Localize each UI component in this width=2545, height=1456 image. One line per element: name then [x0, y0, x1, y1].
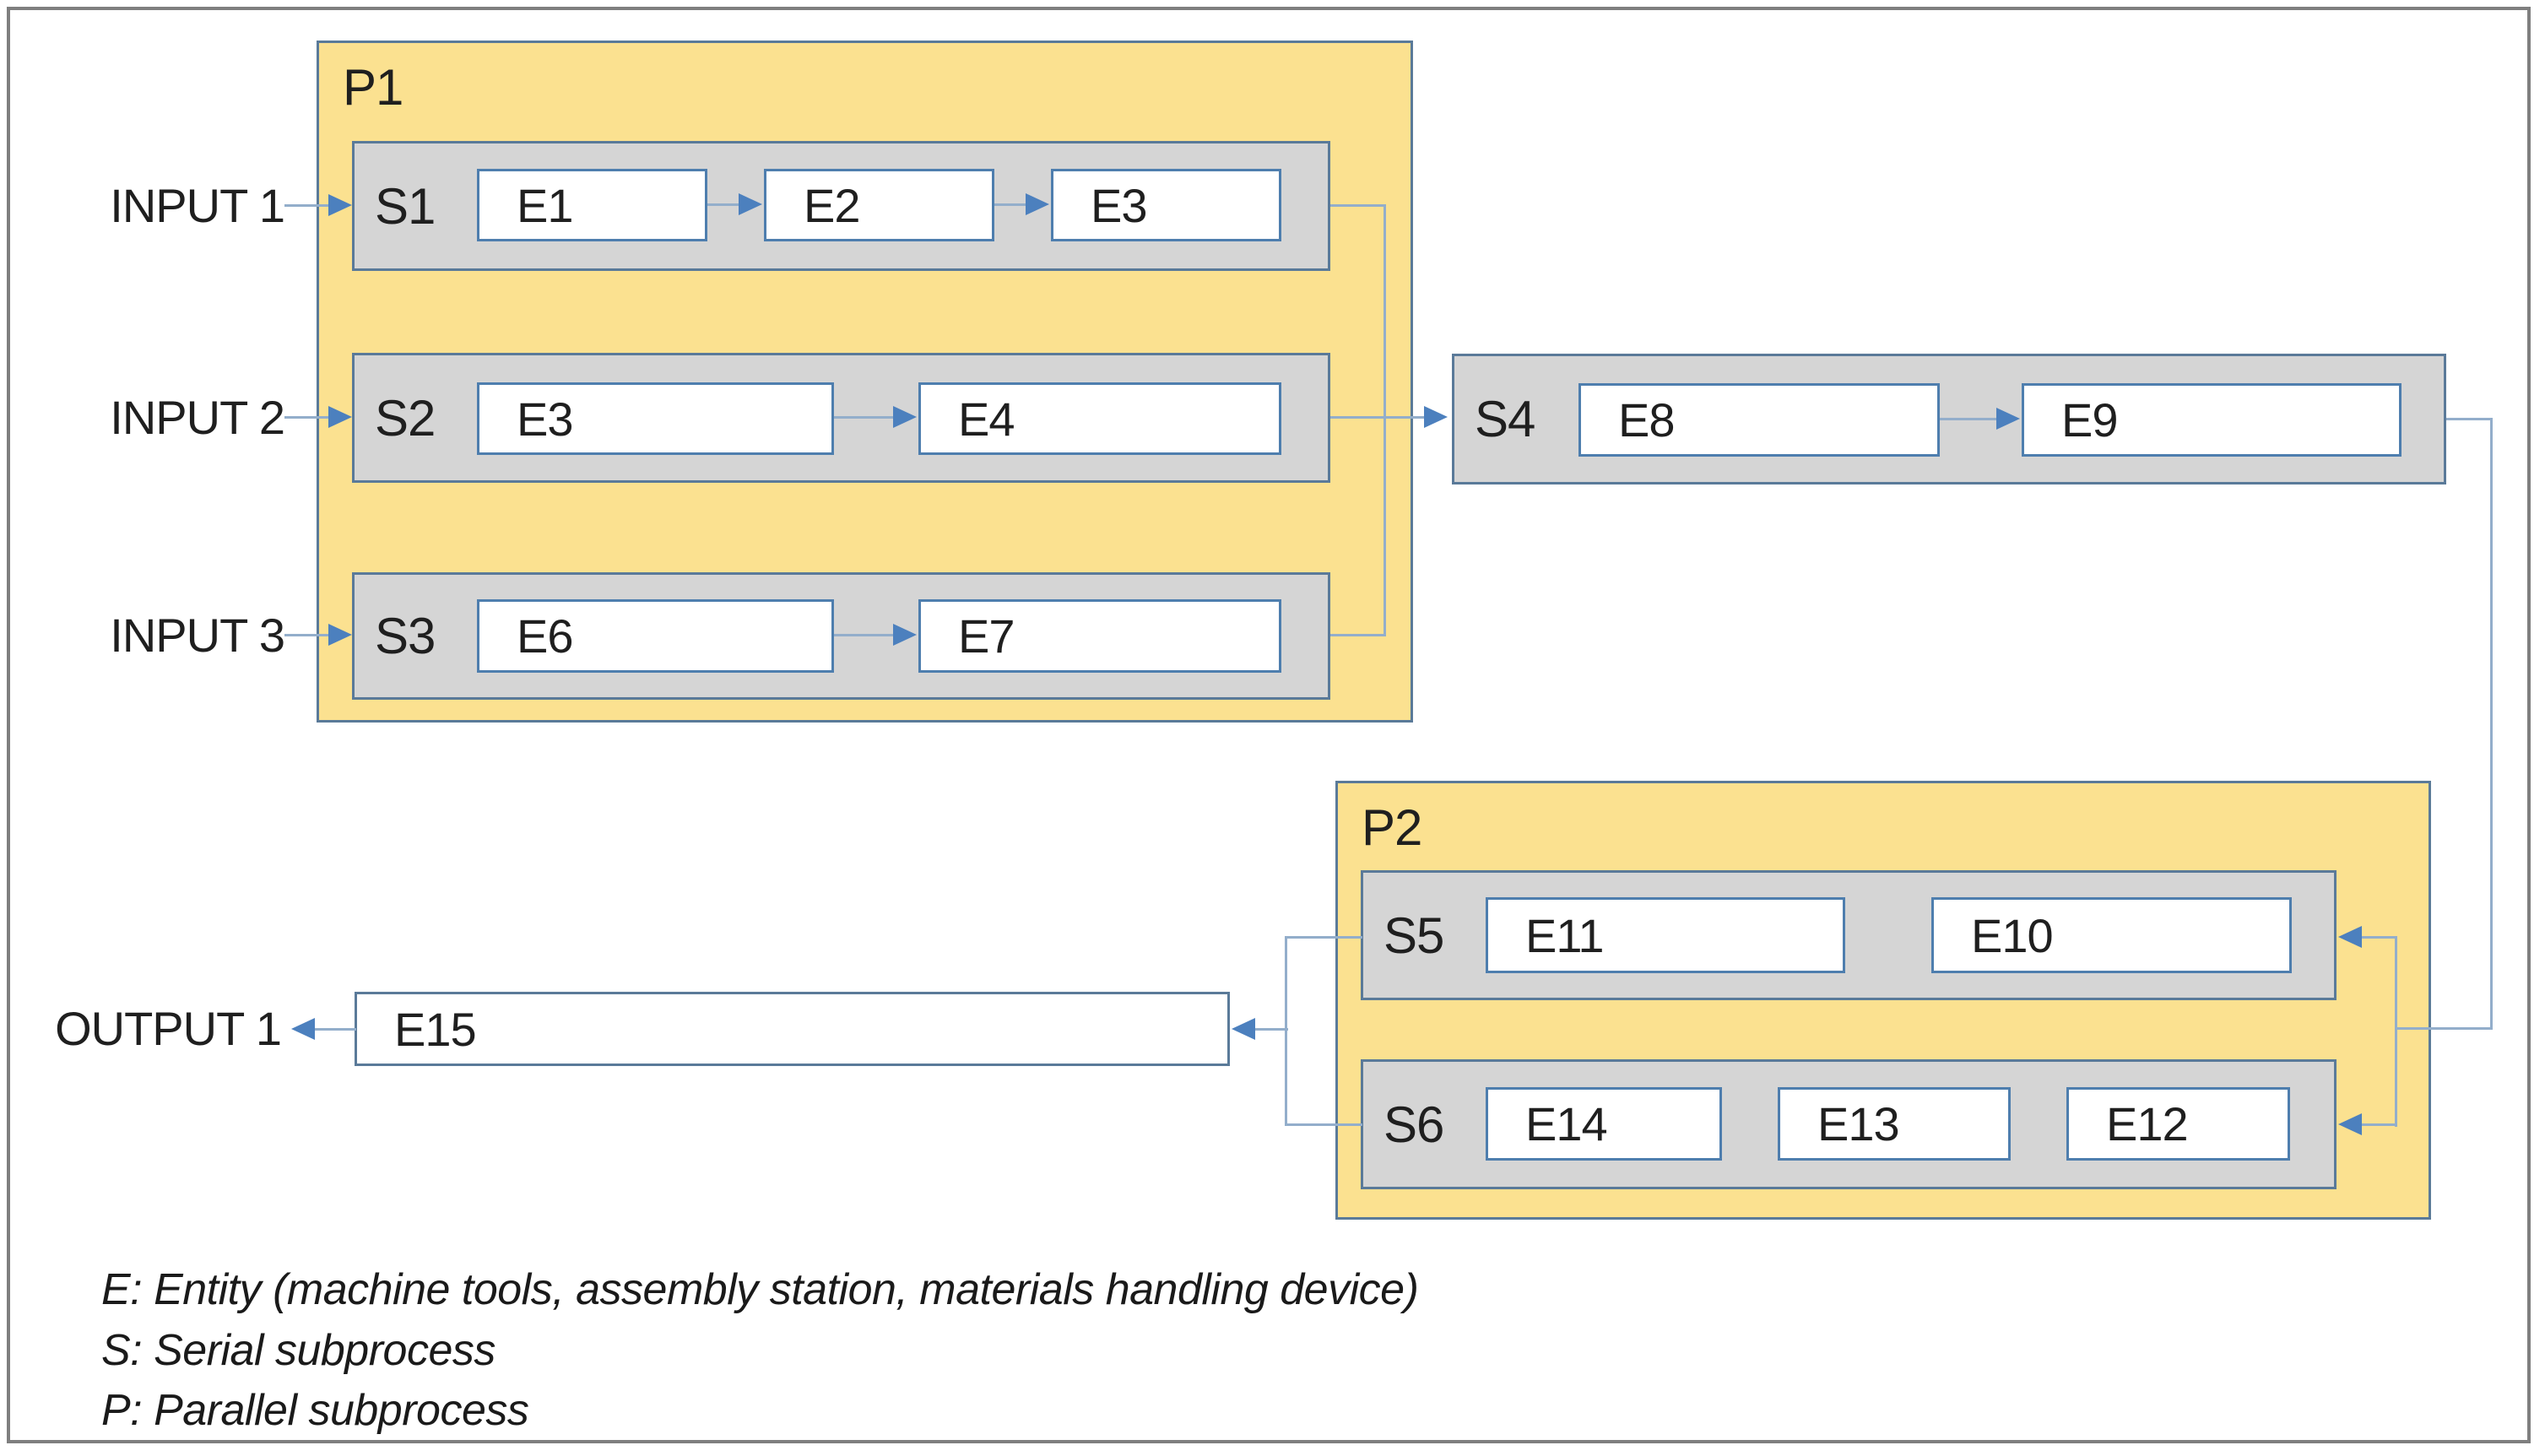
connector-e1-e2-line	[707, 203, 741, 206]
connector-s1-out-line	[1330, 204, 1386, 207]
entity-box-e11: E11	[1486, 897, 1845, 973]
connector-s3-out-line	[1330, 634, 1386, 636]
e6-label: E6	[517, 609, 573, 663]
s3-label: S3	[375, 608, 436, 664]
arrowhead-input1-icon	[328, 194, 352, 216]
entity-box-e3-s2: E3	[477, 382, 834, 455]
e10-label: E10	[1971, 908, 2054, 962]
e11-label: E11	[1525, 908, 1604, 962]
connector-input3-line	[284, 634, 329, 636]
entity-box-e14: E14	[1486, 1087, 1722, 1161]
s2-label: S2	[375, 389, 436, 447]
e15-label: E15	[394, 1002, 477, 1056]
arrowhead-input3-icon	[328, 624, 352, 646]
e12-label: E12	[2106, 1097, 2189, 1150]
e8-label: E8	[1618, 393, 1675, 447]
outer-frame	[7, 7, 2531, 1443]
entity-box-e4: E4	[918, 382, 1281, 455]
entity-box-e6: E6	[477, 599, 834, 673]
e7-label: E7	[958, 609, 1015, 663]
connector-s2-to-s4-line	[1330, 416, 1427, 419]
arrowhead-e3-e4-icon	[893, 406, 917, 428]
s5-label: S5	[1384, 907, 1444, 964]
entity-box-e12: E12	[2066, 1087, 2290, 1161]
connector-into-s6-line	[2358, 1123, 2397, 1126]
connector-p2-merge-vertical-line	[1285, 936, 1287, 1126]
e1-label: E1	[517, 178, 573, 232]
connector-e6-e7-line	[834, 634, 896, 636]
e3-s1-label: E3	[1091, 178, 1147, 232]
p2-label: P2	[1362, 799, 1422, 856]
entity-box-e13: E13	[1778, 1087, 2011, 1161]
legend-parallel-definition: P: Parallel subprocess	[101, 1386, 529, 1435]
arrowhead-e6-e7-icon	[893, 624, 917, 646]
entity-box-e3-s1: E3	[1051, 169, 1281, 241]
connector-into-e15-line	[1251, 1028, 1288, 1031]
arrowhead-input2-icon	[328, 406, 352, 428]
s4-label: S4	[1475, 391, 1535, 447]
input3-label: INPUT 3	[110, 609, 285, 662]
arrowhead-e1-e2-icon	[739, 193, 762, 215]
connector-input1-line	[284, 204, 329, 207]
entity-box-e2: E2	[764, 169, 994, 241]
e4-label: E4	[958, 392, 1015, 446]
arrowhead-e2-e3-icon	[1026, 193, 1049, 215]
e3-s2-label: E3	[517, 392, 573, 446]
s6-label: S6	[1384, 1096, 1444, 1153]
output1-label: OUTPUT 1	[55, 1002, 282, 1055]
connector-e15-output-line	[312, 1028, 356, 1031]
arrowhead-e8-e9-icon	[1996, 408, 2020, 430]
arrowhead-into-e15-icon	[1232, 1018, 1255, 1040]
entity-box-e1: E1	[477, 169, 707, 241]
entity-box-e9: E9	[2022, 383, 2402, 457]
s1-label: S1	[375, 177, 436, 235]
input1-label: INPUT 1	[110, 179, 285, 232]
connector-s4-out-line	[2446, 418, 2493, 420]
arrowhead-output1-icon	[291, 1018, 315, 1040]
legend-serial-definition: S: Serial subprocess	[101, 1326, 495, 1375]
connector-input2-line	[284, 416, 329, 419]
arrowhead-s2-s4-icon	[1424, 406, 1448, 428]
entity-box-e15: E15	[355, 992, 1230, 1066]
e14-label: E14	[1525, 1097, 1608, 1150]
entity-box-e10: E10	[1931, 897, 2292, 973]
connector-s4-to-p2-vertical-line	[2490, 418, 2493, 1030]
connector-e8-e9-line	[1940, 418, 1999, 420]
e2-label: E2	[804, 178, 860, 232]
e13-label: E13	[1817, 1097, 1900, 1150]
connector-p2-entry-line	[2395, 1027, 2493, 1030]
connector-e3-e4-line	[834, 416, 896, 419]
arrowhead-into-s6-icon	[2338, 1113, 2362, 1135]
connector-into-s5-line	[2358, 936, 2397, 939]
arrowhead-into-s5-icon	[2338, 926, 2362, 948]
p1-label: P1	[343, 59, 403, 116]
entity-box-e7: E7	[918, 599, 1281, 673]
e9-label: E9	[2061, 393, 2118, 447]
connector-p1-merge-vertical-line	[1384, 204, 1386, 636]
connector-s6-out-line	[1285, 1123, 1362, 1126]
connector-s5-out-line	[1285, 936, 1362, 939]
legend-entity-definition: E: Entity (machine tools, assembly stati…	[101, 1265, 1419, 1314]
input2-label: INPUT 2	[110, 391, 285, 444]
connector-e2-e3-line	[994, 203, 1028, 206]
entity-box-e8: E8	[1578, 383, 1940, 457]
connector-p2-split-vertical-line	[2395, 936, 2397, 1127]
